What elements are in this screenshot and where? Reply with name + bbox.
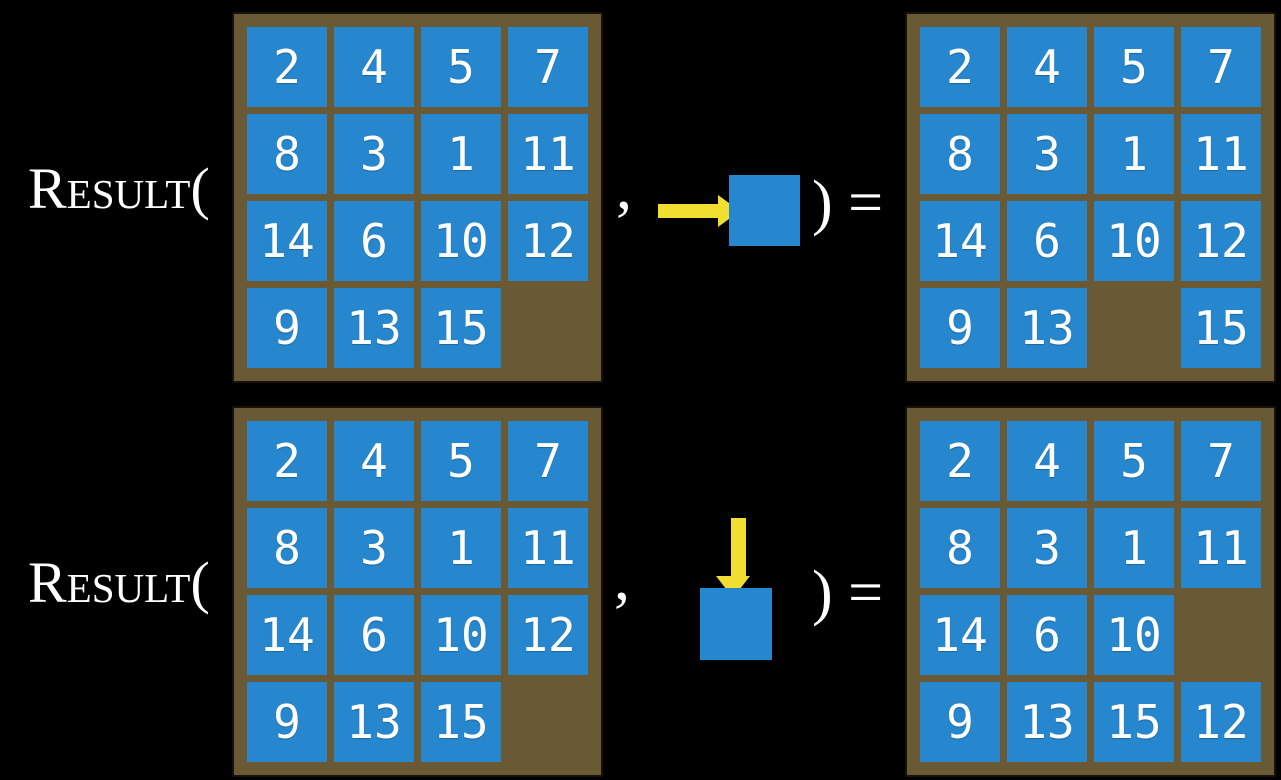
puzzle-tile: 2 [920,27,1000,107]
puzzle-tile: 11 [1181,114,1261,194]
action-tile [729,175,800,246]
puzzle-tile: 5 [1094,27,1174,107]
empty-cell [1094,288,1174,368]
puzzle-tile: 14 [247,595,327,675]
puzzle-tile: 7 [1181,27,1261,107]
puzzle-tile: 15 [1181,288,1261,368]
puzzle-tile: 4 [334,27,414,107]
puzzle-tile: 12 [1181,201,1261,281]
puzzle-tile: 10 [1094,595,1174,675]
puzzle-tile: 8 [920,114,1000,194]
puzzle-tile: 13 [334,682,414,762]
puzzle-tile: 5 [421,27,501,107]
puzzle-tile: 1 [421,114,501,194]
arrow-down-icon [731,518,746,578]
puzzle-tile: 9 [247,288,327,368]
puzzle-tile: 4 [1007,27,1087,107]
puzzle-tile: 14 [920,201,1000,281]
puzzle-tile: 15 [1094,682,1174,762]
puzzle-tile: 3 [1007,114,1087,194]
puzzle-tile: 2 [247,421,327,501]
puzzle-tile: 11 [508,508,588,588]
puzzle-tile: 13 [1007,682,1087,762]
argument-separator-comma: , [614,542,630,613]
arrow-right-icon [658,204,720,218]
puzzle-tile: 12 [1181,682,1261,762]
empty-cell [508,682,588,762]
close-paren-equals-label: ) = [812,169,884,237]
puzzle-tile: 10 [421,201,501,281]
puzzle-tile: 5 [1094,421,1174,501]
puzzle-tile: 12 [508,595,588,675]
puzzle-tile: 6 [334,595,414,675]
puzzle-tile: 11 [508,114,588,194]
puzzle-tile: 13 [334,288,414,368]
puzzle-tile: 3 [334,114,414,194]
action-tile [700,588,772,660]
puzzle-tile: 6 [334,201,414,281]
puzzle-tile: 1 [1094,508,1174,588]
puzzle-tile: 2 [920,421,1000,501]
result-function-label: Result( [28,550,210,615]
puzzle-tile: 4 [1007,421,1087,501]
puzzle-tile: 2 [247,27,327,107]
puzzle-tile: 6 [1007,595,1087,675]
puzzle-tile: 8 [247,114,327,194]
puzzle-tile: 1 [1094,114,1174,194]
puzzle-tile: 8 [920,508,1000,588]
puzzle-tile: 7 [508,27,588,107]
puzzle-tile: 10 [1094,201,1174,281]
puzzle-tile: 6 [1007,201,1087,281]
puzzle-tile: 5 [421,421,501,501]
argument-separator-comma: , [616,151,632,222]
close-paren-equals-label: ) = [812,559,884,627]
puzzle-tile: 8 [247,508,327,588]
puzzle-tile: 9 [247,682,327,762]
empty-cell [1181,595,1261,675]
puzzle-tile: 4 [334,421,414,501]
puzzle-tile: 15 [421,682,501,762]
puzzle-tile: 14 [920,595,1000,675]
result-function-label: Result( [28,156,210,221]
puzzle-tile: 7 [1181,421,1261,501]
puzzle-tile: 7 [508,421,588,501]
puzzle-tile: 10 [421,595,501,675]
puzzle-tile: 1 [421,508,501,588]
puzzle-tile: 11 [1181,508,1261,588]
puzzle-tile: 13 [1007,288,1087,368]
puzzle-tile: 9 [920,682,1000,762]
puzzle-tile: 12 [508,201,588,281]
empty-cell [508,288,588,368]
puzzle-tile: 3 [1007,508,1087,588]
puzzle-tile: 14 [247,201,327,281]
puzzle-tile: 9 [920,288,1000,368]
puzzle-tile: 15 [421,288,501,368]
puzzle-tile: 3 [334,508,414,588]
